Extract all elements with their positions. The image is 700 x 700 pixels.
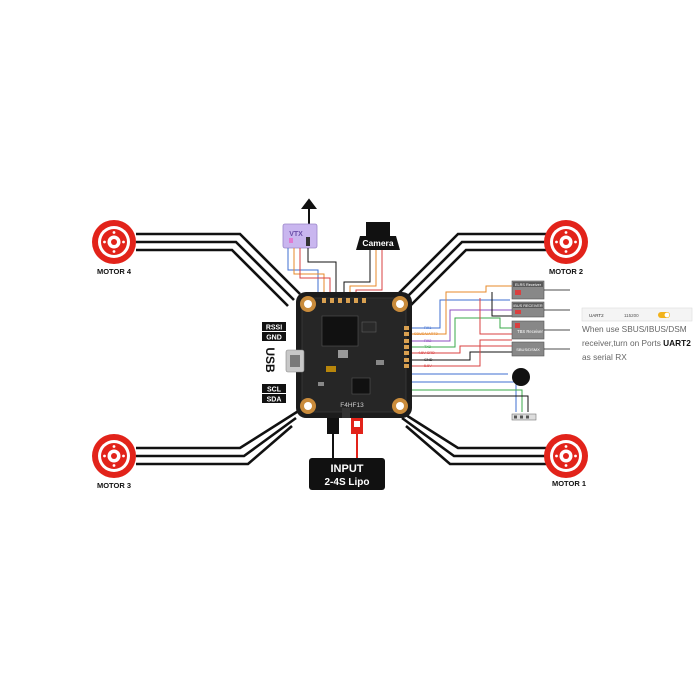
motor-3-wires — [136, 408, 301, 466]
motor-2-label: MOTOR 2 — [549, 267, 583, 276]
camera-icon — [366, 222, 390, 236]
camera-module: Camera — [356, 222, 400, 250]
input-label: INPUT — [331, 463, 364, 475]
motor-3: MOTOR 3 — [92, 434, 136, 490]
motor-3-label: MOTOR 3 — [97, 481, 131, 490]
uart-setting-port: UART2 — [589, 313, 604, 318]
pad-sda: SDA — [267, 397, 282, 404]
pad-gnd: GND — [266, 335, 282, 342]
vtx-label: VTX — [289, 231, 303, 238]
pad-scl: SCL — [267, 387, 282, 394]
antenna-icon — [301, 198, 317, 226]
receiver-tbs: TBS Receiver — [511, 320, 570, 340]
motor-1-wires — [397, 408, 546, 466]
left-pads: RSSI GND SCL SDA USB — [262, 322, 286, 404]
uart-pad-labels: RX1 SBUS/UART2 RX2 TX2 4.5V SRD GND 5.5V — [414, 326, 438, 368]
power-input: INPUT 2-4S Lipo — [309, 408, 385, 490]
led-connector — [511, 413, 537, 421]
uart-pad-rx2: RX2 — [424, 339, 431, 343]
receiver-ibus-label: IBUS RECEIVER — [513, 304, 543, 308]
uart-pad-tx2: TX2 — [424, 345, 431, 349]
uart-setting-mockup: UART2 115200 — [581, 307, 693, 322]
uart-pad-rx1: RX1 — [424, 326, 431, 330]
camera-label: Camera — [362, 238, 393, 248]
motor-4: MOTOR 4 — [92, 220, 136, 276]
input-voltage-label: 2-4S Lipo — [324, 477, 369, 488]
receiver-ibus: IBUS RECEIVER — [511, 301, 570, 318]
receiver-sbus-label: SBUS/DSMX — [516, 347, 540, 352]
receiver-elrs-label: ELRS Receiver — [515, 283, 542, 287]
vtx-wires — [287, 248, 337, 296]
uart-pad-sbus: SBUS/UART2 — [414, 332, 438, 336]
pad-rssi: RSSI — [266, 325, 282, 332]
note-uart2: UART2 — [663, 338, 691, 348]
uart-pad-srd: 4.5V SRD — [418, 351, 435, 355]
note-line-3: as serial RX — [582, 352, 627, 362]
motor-1-label: MOTOR 1 — [552, 479, 586, 488]
motor-4-label: MOTOR 4 — [97, 267, 132, 276]
uart-pad-gnd: GND — [424, 358, 433, 362]
buzzer-icon — [512, 368, 530, 386]
uart-setting-baud: 115200 — [624, 313, 639, 318]
uart-pad-5v: 5.5V — [424, 364, 432, 368]
motor-2-wires — [397, 232, 546, 307]
note-line-2: receiver,turn on Ports — [582, 338, 661, 348]
uart-wires — [408, 285, 529, 412]
vtx-module: VTX — [282, 198, 318, 249]
motor-4-wires — [136, 232, 301, 307]
camera-wires — [343, 250, 383, 296]
usb-label: USB — [263, 347, 277, 373]
motor-2: MOTOR 2 — [544, 220, 588, 276]
receiver-tbs-label: TBS Receiver — [517, 329, 543, 334]
board-label: F4HF13 — [340, 402, 364, 409]
receiver-sbus: SBUS/DSMX — [511, 341, 570, 357]
receiver-elrs: ELRS Receiver — [511, 280, 570, 300]
flight-controller: F4HF13 — [285, 292, 412, 418]
uart-note: When use SBUS/IBUS/DSM receiver,turn on … — [582, 322, 694, 364]
note-line-1: When use SBUS/IBUS/DSM — [582, 324, 687, 334]
motor-1: MOTOR 1 — [544, 434, 588, 488]
